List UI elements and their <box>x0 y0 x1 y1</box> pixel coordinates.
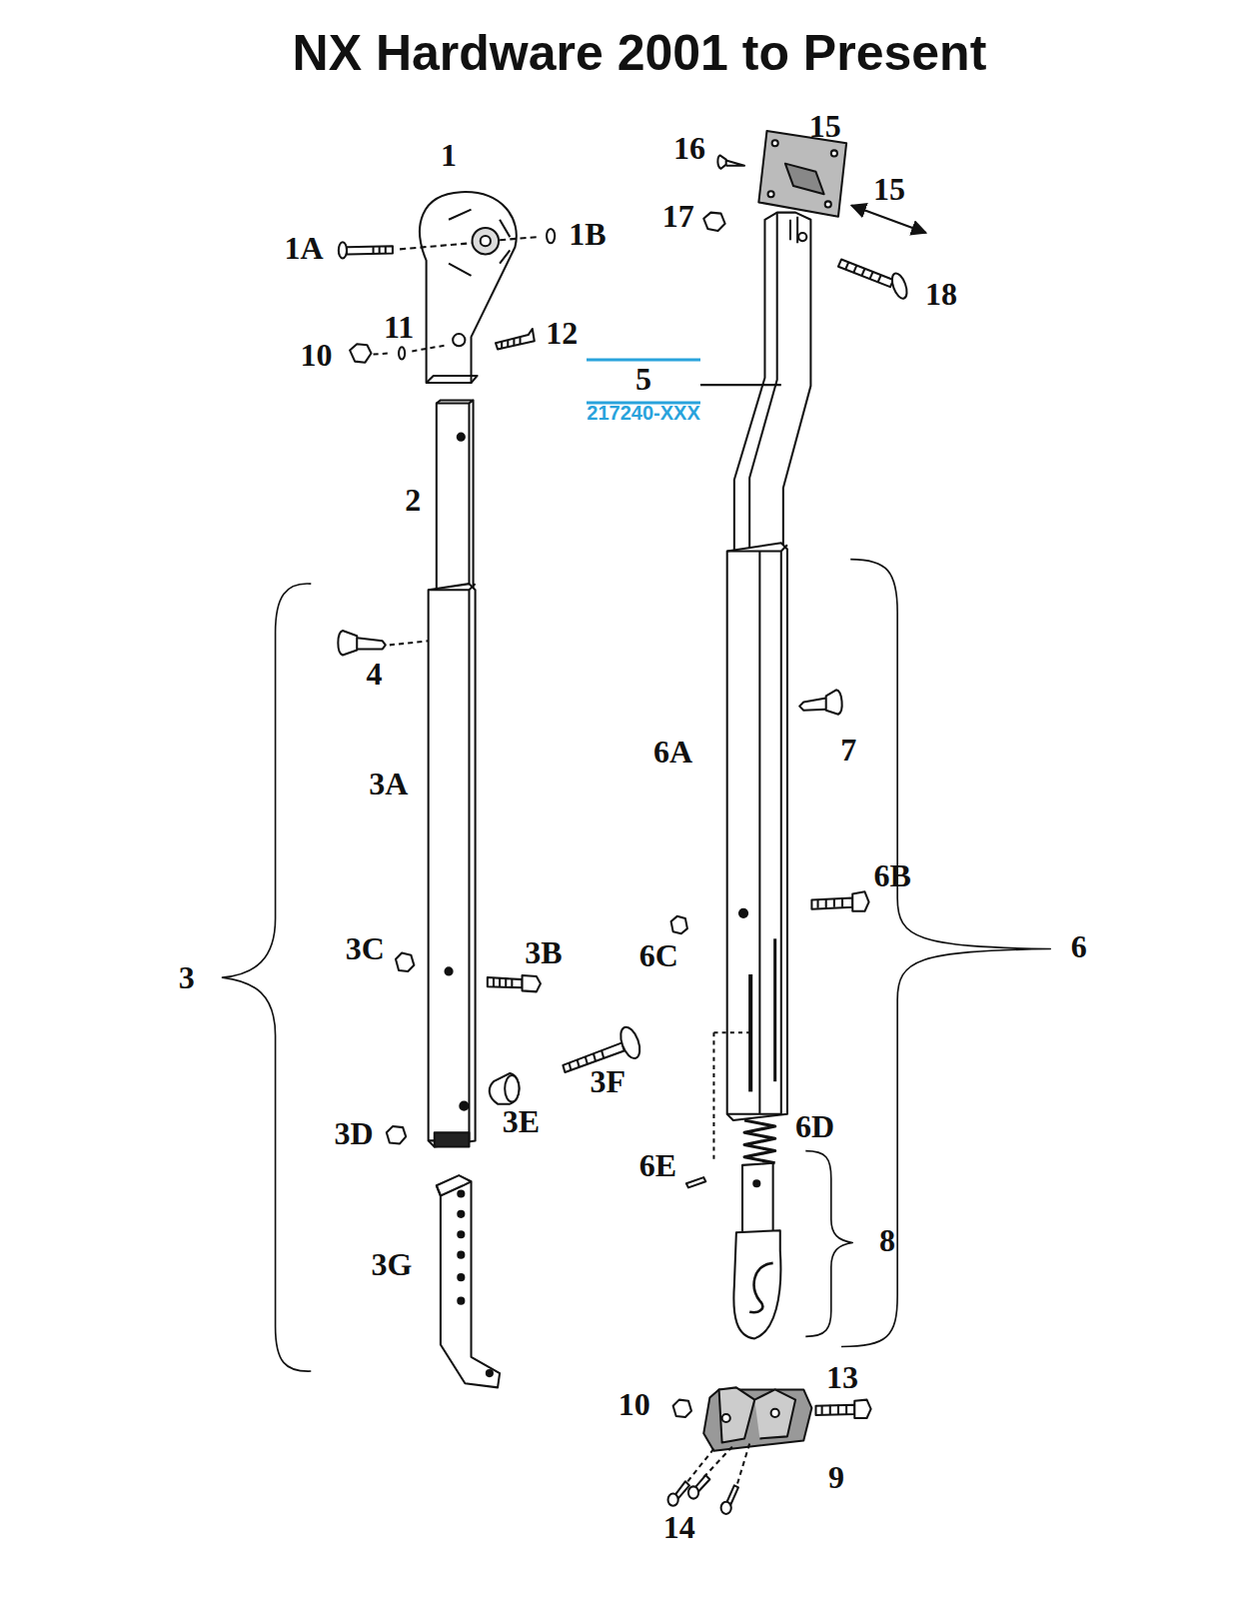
callout-number: 18 <box>925 277 958 310</box>
callout-number: 1 <box>440 138 457 171</box>
callout-number: 4 <box>366 657 383 690</box>
callout-number: 3E <box>502 1105 540 1138</box>
part-number: 217240-XXX <box>586 394 700 423</box>
callout-number: 3G <box>370 1247 412 1280</box>
callout-number: 6 <box>1071 930 1088 963</box>
callout-number: 5 <box>586 357 700 395</box>
diagram-title: NX Hardware 2001 to Present <box>292 23 988 82</box>
callout-number: 3B <box>524 936 562 969</box>
callout-number: 2 <box>404 483 421 516</box>
callout-number: 7 <box>840 733 857 766</box>
part-number-tag: 5217240-XXX <box>586 357 700 423</box>
callout-number: 16 <box>673 131 706 164</box>
callout-number: 12 <box>545 316 578 349</box>
callout-number: 3F <box>590 1065 627 1098</box>
callout-number: 10 <box>618 1387 651 1420</box>
callout-number: 11 <box>383 310 414 343</box>
callout-number: 8 <box>879 1224 896 1256</box>
callout-number: 6D <box>795 1110 835 1143</box>
callout-number: 3A <box>368 767 408 800</box>
callout-number: 14 <box>663 1510 696 1543</box>
callout-number: 6A <box>653 735 693 768</box>
callout-number: 10 <box>299 338 332 371</box>
callout-number: 13 <box>826 1360 859 1393</box>
callout-number: 17 <box>662 199 695 232</box>
callout-number: 6B <box>873 859 911 892</box>
callout-number: 9 <box>828 1460 845 1493</box>
callout-number: 15 <box>873 172 906 205</box>
callout-number: 1B <box>568 217 606 250</box>
callout-number: 3D <box>334 1117 374 1150</box>
callout-number: 6E <box>639 1149 677 1182</box>
callout-number: 3C <box>345 932 385 965</box>
callout-number: 3 <box>178 961 195 994</box>
callout-number: 6C <box>639 939 679 972</box>
callout-number: 15 <box>809 109 842 142</box>
callout-number: 1A <box>284 231 324 264</box>
